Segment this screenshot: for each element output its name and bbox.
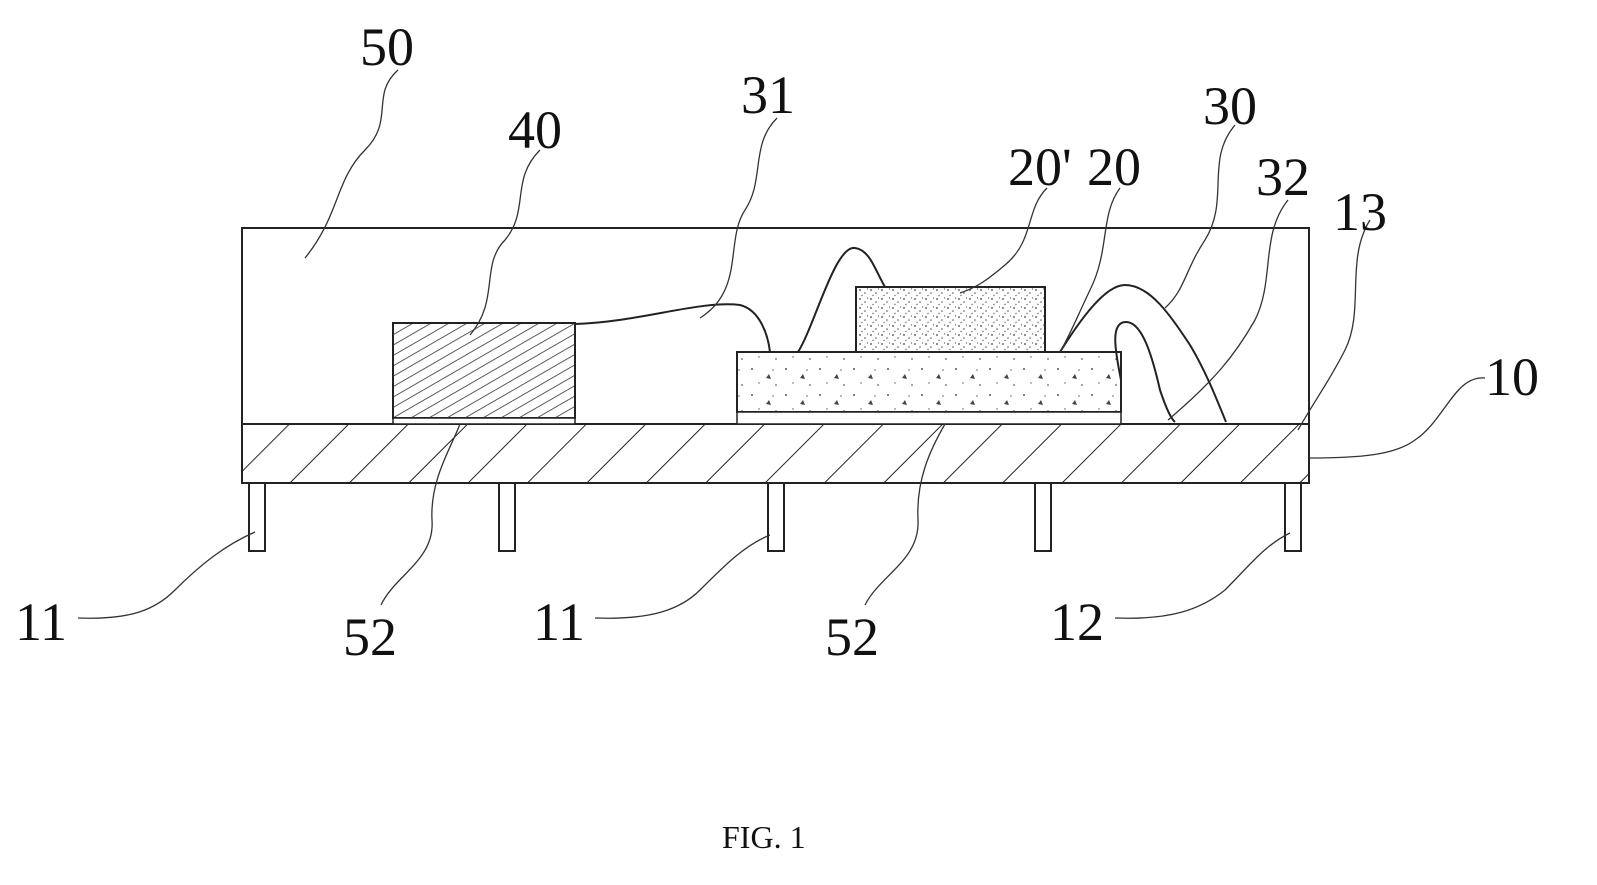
bond-wire-31 bbox=[575, 304, 770, 352]
bond-wire-32 bbox=[1115, 322, 1175, 422]
pin bbox=[768, 483, 784, 551]
ref-20-prime: 20' bbox=[1008, 137, 1072, 197]
bonding-layer-52-left bbox=[393, 418, 575, 424]
ref-13: 13 bbox=[1333, 182, 1387, 242]
ref-20: 20 bbox=[1087, 137, 1141, 197]
ref-11-left: 11 bbox=[15, 592, 67, 652]
leader-12 bbox=[1115, 533, 1290, 618]
ref-52-left: 52 bbox=[343, 607, 397, 667]
pin bbox=[1035, 483, 1051, 551]
leader-40 bbox=[470, 150, 540, 335]
substrate bbox=[242, 424, 1309, 483]
leader-20 bbox=[1060, 188, 1120, 352]
ref-30: 30 bbox=[1203, 76, 1257, 136]
ref-52-right: 52 bbox=[825, 607, 879, 667]
figure-caption: FIG. 1 bbox=[722, 819, 806, 855]
leader-20-prime bbox=[960, 188, 1047, 293]
ref-11-mid: 11 bbox=[533, 592, 585, 652]
reference-numerals: 50 40 31 20' 30 20 32 13 10 11 52 11 52 … bbox=[15, 17, 1539, 667]
pin bbox=[499, 483, 515, 551]
bonding-layer-52-right bbox=[737, 412, 1121, 424]
ref-31: 31 bbox=[741, 65, 795, 125]
ref-10: 10 bbox=[1485, 347, 1539, 407]
ref-50: 50 bbox=[360, 17, 414, 77]
leader-10 bbox=[1310, 378, 1485, 458]
component-40 bbox=[393, 323, 575, 418]
leader-32 bbox=[1168, 200, 1288, 420]
leader-31 bbox=[700, 118, 777, 318]
ref-32: 32 bbox=[1256, 147, 1310, 207]
chip-20 bbox=[737, 352, 1121, 412]
pins bbox=[249, 483, 1301, 551]
pin bbox=[1285, 483, 1301, 551]
leader-11-mid bbox=[595, 535, 770, 618]
leader-11-left bbox=[78, 532, 255, 618]
leader-30 bbox=[1165, 125, 1235, 308]
ref-12: 12 bbox=[1050, 592, 1104, 652]
pin bbox=[249, 483, 265, 551]
leader-50 bbox=[305, 70, 398, 258]
ref-40: 40 bbox=[508, 100, 562, 160]
chip-20-prime bbox=[856, 287, 1045, 352]
